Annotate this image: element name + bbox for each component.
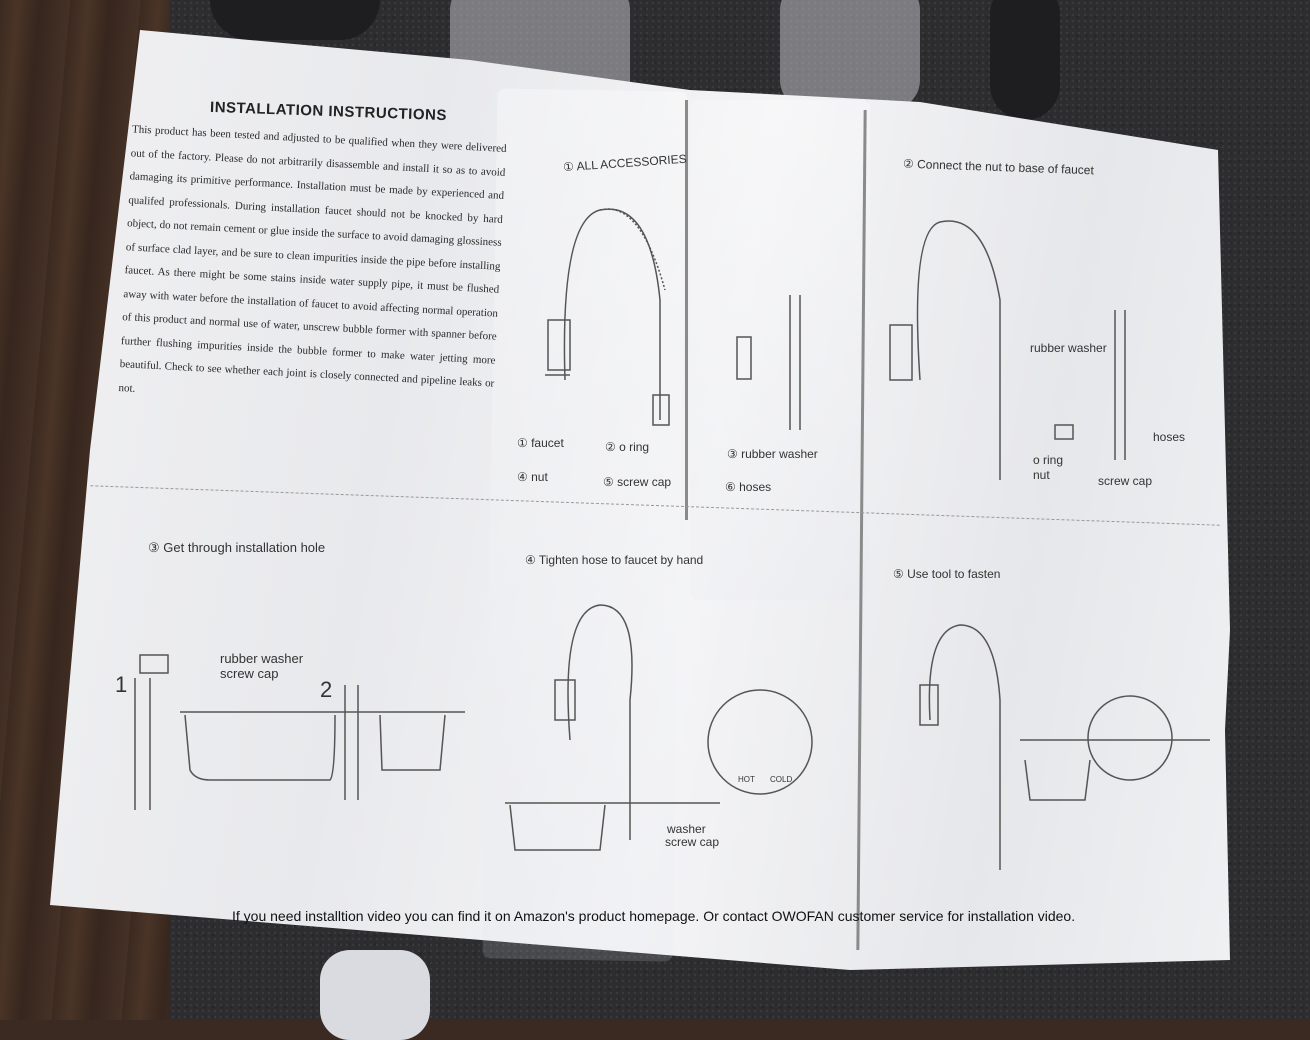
step-4-heading: ④ Tighten hose to faucet by hand <box>525 553 704 567</box>
accessory-o-ring: ② o ring <box>605 440 650 454</box>
accessory-nut: ④ nut <box>517 470 548 484</box>
footer-note: If you need installtion video you can fi… <box>232 908 1076 924</box>
step4-screw-cap-label: screw cap <box>665 835 720 849</box>
step2-o-ring-label: o ring <box>1033 453 1064 467</box>
step2-screw-cap-label: screw cap <box>1098 474 1153 488</box>
step2-rubber-washer-label: rubber washer <box>1030 341 1107 355</box>
accessory-screw-cap: ⑤ screw cap <box>603 475 672 489</box>
paper-tear-2 <box>685 100 688 520</box>
accessory-hoses: ⑥ hoses <box>725 480 772 494</box>
step-3-heading: ③ Get through installation hole <box>148 540 326 555</box>
step4-washer-label: washer <box>667 822 706 836</box>
dark-hose <box>210 0 380 40</box>
plastic-bag-hose-2 <box>780 0 920 110</box>
step4-cold-label: COLD <box>770 775 793 784</box>
dark-hose-right <box>990 0 1060 120</box>
step2-hoses-label: hoses <box>1153 430 1186 444</box>
step3-number-2: 2 <box>320 677 333 702</box>
accessory-rubber-washer: ③ rubber washer <box>727 447 818 461</box>
step3-number-1: 1 <box>115 672 128 697</box>
step3-screw-cap-label: screw cap <box>220 666 279 681</box>
step-5-heading: ⑤ Use tool to fasten <box>893 567 1001 581</box>
tape-gloss-2 <box>690 100 870 600</box>
step3-rubber-washer-label: rubber washer <box>220 651 304 666</box>
instruction-sheet <box>50 30 1230 970</box>
step2-nut-label: nut <box>1033 468 1050 482</box>
step4-hot-label: HOT <box>738 775 755 784</box>
accessory-faucet: ① faucet <box>517 436 564 450</box>
